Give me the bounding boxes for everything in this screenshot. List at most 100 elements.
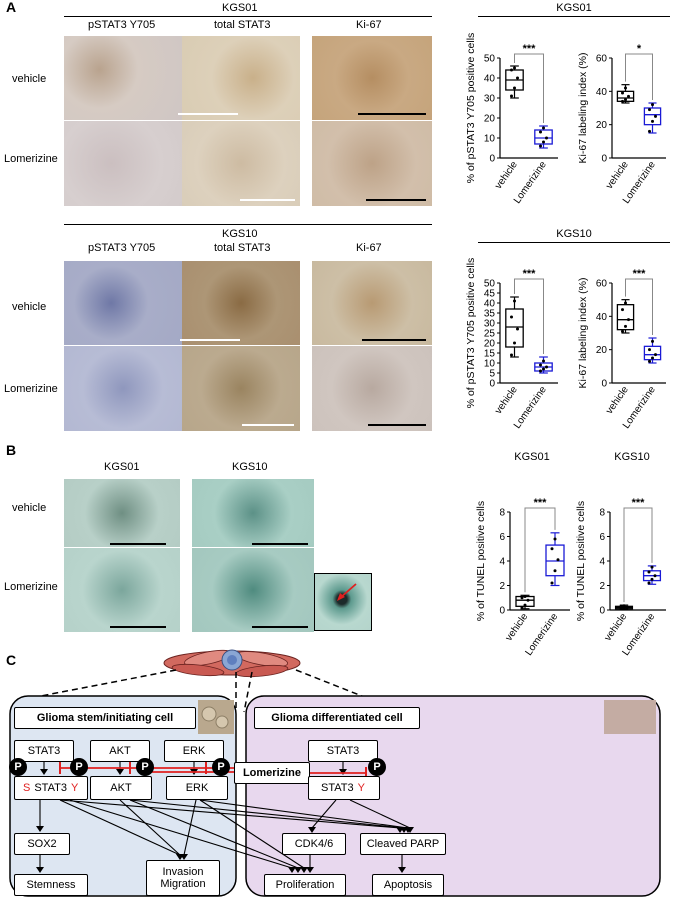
invasion-migration-box: Invasion Migration <box>146 860 220 896</box>
activation-arrow <box>129 799 299 869</box>
y-tick-label: 60 <box>596 54 608 65</box>
arrowhead-icon <box>406 827 414 833</box>
micrograph-kgs01-ki67-lomerizine <box>312 121 432 206</box>
data-point <box>516 76 519 80</box>
scale-bar <box>366 199 426 201</box>
kgs01-header-rule <box>64 16 432 17</box>
pstat3-label: STAT3 <box>34 782 67 794</box>
chart-title: KGS01 <box>556 2 591 14</box>
micrograph-kgs01-total-lomerizine <box>182 121 300 206</box>
significance-bracket <box>625 278 653 335</box>
activation-arrow <box>59 799 181 856</box>
apoptosis-box: Apoptosis <box>372 874 444 896</box>
akt-box-stem: AKT <box>90 740 150 762</box>
y-tick-label: 4 <box>499 557 505 568</box>
data-point <box>513 299 516 303</box>
y-tick-label: 15 <box>484 349 496 360</box>
ser-label: S <box>23 782 31 794</box>
phospho-marker-stem-y: P <box>70 758 88 776</box>
data-point <box>539 130 542 134</box>
tyr-label: Y <box>357 782 365 794</box>
x-tick-label: vehicle <box>493 384 520 416</box>
data-point <box>654 353 657 357</box>
data-point <box>520 596 524 600</box>
micrograph-tunel-kgs10-lomerizine <box>192 548 314 632</box>
y-tick-label: 35 <box>484 309 496 320</box>
lomerizine-box: Lomerizine <box>234 762 310 784</box>
data-point <box>651 356 654 360</box>
y-axis-label: % of TUNEL positive cells <box>575 501 587 621</box>
data-point <box>621 99 624 103</box>
data-point <box>619 607 623 611</box>
phospho-marker-stem-s: P <box>9 758 27 776</box>
micrograph-tunel-kgs01-lomerizine <box>64 548 180 632</box>
row-label-vehicle: vehicle <box>12 301 47 313</box>
migration-label: Migration <box>160 878 206 890</box>
scale-bar <box>180 339 240 341</box>
col-label-kgs10: KGS10 <box>232 461 268 473</box>
y-axis-label: % of pSTAT3 Y705 positive cells <box>465 258 477 409</box>
micrograph-kgs01-ki67-vehicle <box>312 36 432 120</box>
row-label-vehicle: vehicle <box>12 73 47 85</box>
arrowhead-icon <box>339 769 347 775</box>
scale-bar <box>252 626 308 628</box>
micrograph-kgs10-ki67-vehicle <box>312 261 432 345</box>
kgs01-chart-header-rule <box>478 16 670 17</box>
y-tick-label: 8 <box>599 508 605 519</box>
significance-label: *** <box>523 43 537 55</box>
data-point <box>653 574 657 578</box>
y-tick-label: 30 <box>484 319 496 330</box>
micrograph-tunel-kgs01-vehicle <box>64 479 180 547</box>
data-point <box>539 369 542 373</box>
x-tick-label: vehicle <box>604 159 631 191</box>
y-tick-label: 20 <box>484 114 496 125</box>
pstat3-box-diff: STAT3 Y <box>308 776 380 800</box>
chart-title: KGS01 <box>514 451 549 463</box>
stem-cell-title: Glioma stem/initiating cell <box>14 707 196 729</box>
significance-label: *** <box>633 268 647 280</box>
data-point <box>550 581 554 585</box>
y-axis-label: % of TUNEL positive cells <box>475 501 487 621</box>
data-point <box>650 577 654 581</box>
phospho-marker-erk: P <box>212 758 230 776</box>
scale-bar <box>358 113 426 115</box>
activation-arrow <box>199 799 305 869</box>
pstat3-label: STAT3 <box>321 782 354 794</box>
y-tick-label: 0 <box>601 154 607 165</box>
col-label-kgs01: KGS01 <box>104 461 140 473</box>
scale-bar <box>242 424 294 426</box>
data-point <box>539 144 542 148</box>
col-label-total-stat3: total STAT3 <box>214 19 271 31</box>
arrowhead-icon <box>40 769 48 775</box>
arrowhead-icon <box>398 867 406 873</box>
data-point <box>651 339 654 343</box>
data-point <box>621 91 624 95</box>
data-point <box>553 537 557 541</box>
x-tick-label: vehicle <box>603 611 630 643</box>
micrograph-kgs01-pstat3-lomerizine <box>64 121 182 206</box>
y-tick-label: 40 <box>484 74 496 85</box>
y-tick-label: 2 <box>499 581 505 592</box>
significance-bracket <box>514 53 544 123</box>
y-tick-label: 40 <box>484 299 496 310</box>
y-tick-label: 0 <box>601 379 607 390</box>
scale-bar <box>368 424 426 426</box>
data-point <box>542 367 545 371</box>
y-tick-label: 25 <box>484 329 496 340</box>
inset-arrow-icon <box>337 583 357 601</box>
activation-arrow <box>69 799 293 869</box>
kgs01-micro-title: KGS01 <box>222 2 258 14</box>
significance-label: *** <box>523 268 537 280</box>
arrowhead-icon <box>306 867 314 873</box>
y-tick-label: 10 <box>484 134 496 145</box>
phospho-marker-diff-y: P <box>368 758 386 776</box>
col-label-pstat3: pSTAT3 Y705 <box>88 242 156 254</box>
row-label-lomerizine: Lomerizine <box>4 581 58 593</box>
y-tick-label: 20 <box>596 120 608 131</box>
data-point <box>513 341 516 345</box>
cdk46-box: CDK4/6 <box>282 833 346 855</box>
arrowhead-icon <box>36 826 44 832</box>
arrowhead-icon <box>308 827 316 833</box>
data-point <box>550 547 554 551</box>
